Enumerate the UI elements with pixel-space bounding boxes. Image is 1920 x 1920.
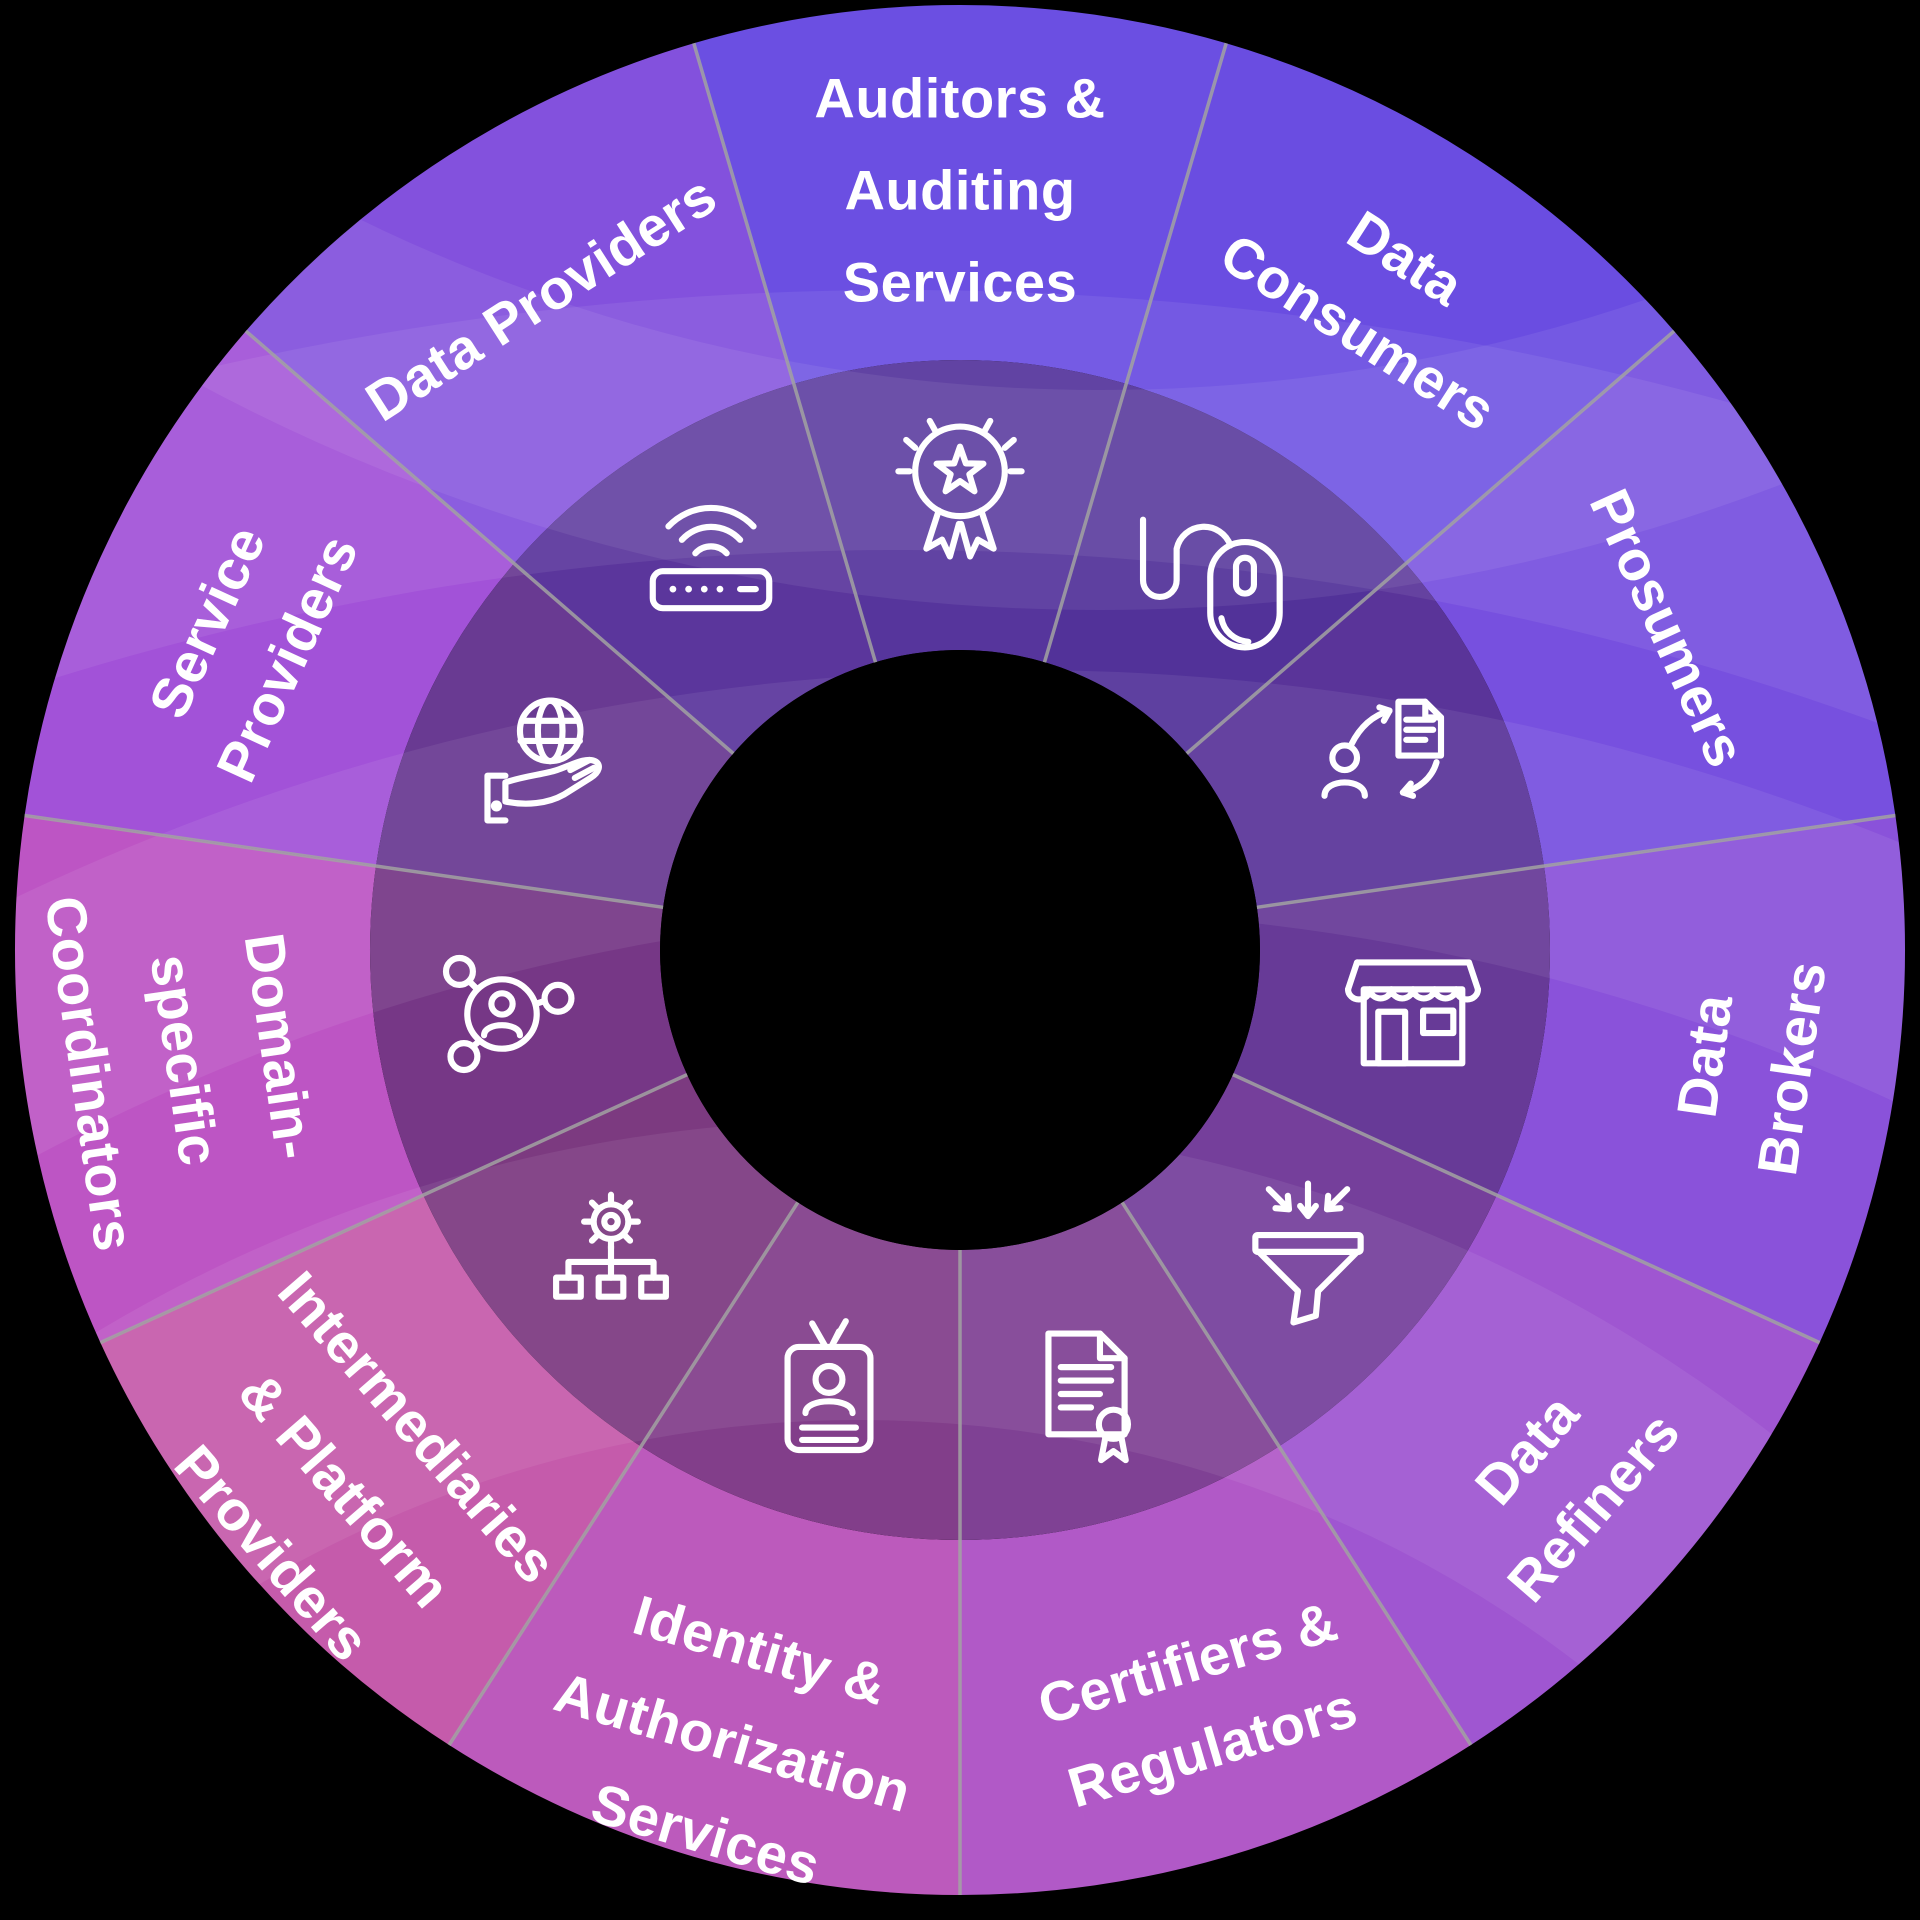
segment-data-consumers-inner xyxy=(1044,383,1406,754)
certificate-icon xyxy=(1045,1330,1132,1464)
award-medal-icon xyxy=(895,417,1025,560)
segment-identity-inner xyxy=(641,1202,960,1540)
storefront-icon xyxy=(1344,959,1482,1067)
segment-auditors-outer xyxy=(693,5,1227,384)
segment-prosumers-outer xyxy=(1405,331,1896,867)
divider-line xyxy=(1120,1201,1473,1746)
segment-certifiers-outer xyxy=(960,1446,1471,1895)
divider-line xyxy=(447,1201,800,1746)
segment-data-brokers-inner xyxy=(1232,866,1551,1196)
label-line: Services xyxy=(843,251,1077,314)
segment-data-refiners-outer xyxy=(1279,1195,1820,1745)
divider-line xyxy=(24,813,664,910)
segment-certifiers-inner xyxy=(960,1202,1279,1540)
icons xyxy=(442,417,1482,1464)
label-line: Auditing xyxy=(844,159,1075,222)
segment-data-consumers-outer xyxy=(1126,43,1675,564)
segment-auditors-inner xyxy=(793,360,1127,663)
center-hole xyxy=(660,650,1260,1250)
router-wifi-icon xyxy=(649,504,773,612)
segment-data-refiners-inner xyxy=(1122,1074,1497,1447)
divider-line xyxy=(692,42,878,663)
divider-line xyxy=(1232,1073,1821,1345)
segment-service-providers-inner xyxy=(376,563,734,908)
segment-domain-coordinators-outer xyxy=(14,815,424,1343)
segments xyxy=(14,5,1906,1895)
label-auditors-auditing-services: Auditors & Auditing Services xyxy=(814,67,1105,314)
segment-domain-coordinators-inner xyxy=(369,866,688,1196)
label-line: Auditors & xyxy=(814,67,1105,130)
segment-data-providers-outer xyxy=(245,43,794,564)
divider-line xyxy=(99,1073,688,1345)
hand-globe-icon xyxy=(484,697,602,824)
funnel-icon xyxy=(1252,1180,1364,1326)
id-badge-icon xyxy=(784,1318,874,1454)
divider-line xyxy=(1185,329,1676,755)
segment-data-brokers-outer xyxy=(1496,815,1906,1343)
gear-hierarchy-icon xyxy=(553,1191,669,1300)
dividers xyxy=(24,42,1896,1895)
segment-service-providers-outer xyxy=(24,331,515,867)
user-network-icon xyxy=(442,954,575,1074)
segment-identity-outer xyxy=(449,1446,960,1895)
segment-intermediaries-outer xyxy=(100,1195,641,1745)
divider-line xyxy=(244,329,735,755)
divider-line xyxy=(1042,42,1228,663)
divider-line xyxy=(1256,813,1896,910)
computer-mouse-icon xyxy=(1139,516,1283,651)
segment-prosumers-inner xyxy=(1186,563,1544,908)
user-document-exchange-icon xyxy=(1321,698,1445,799)
